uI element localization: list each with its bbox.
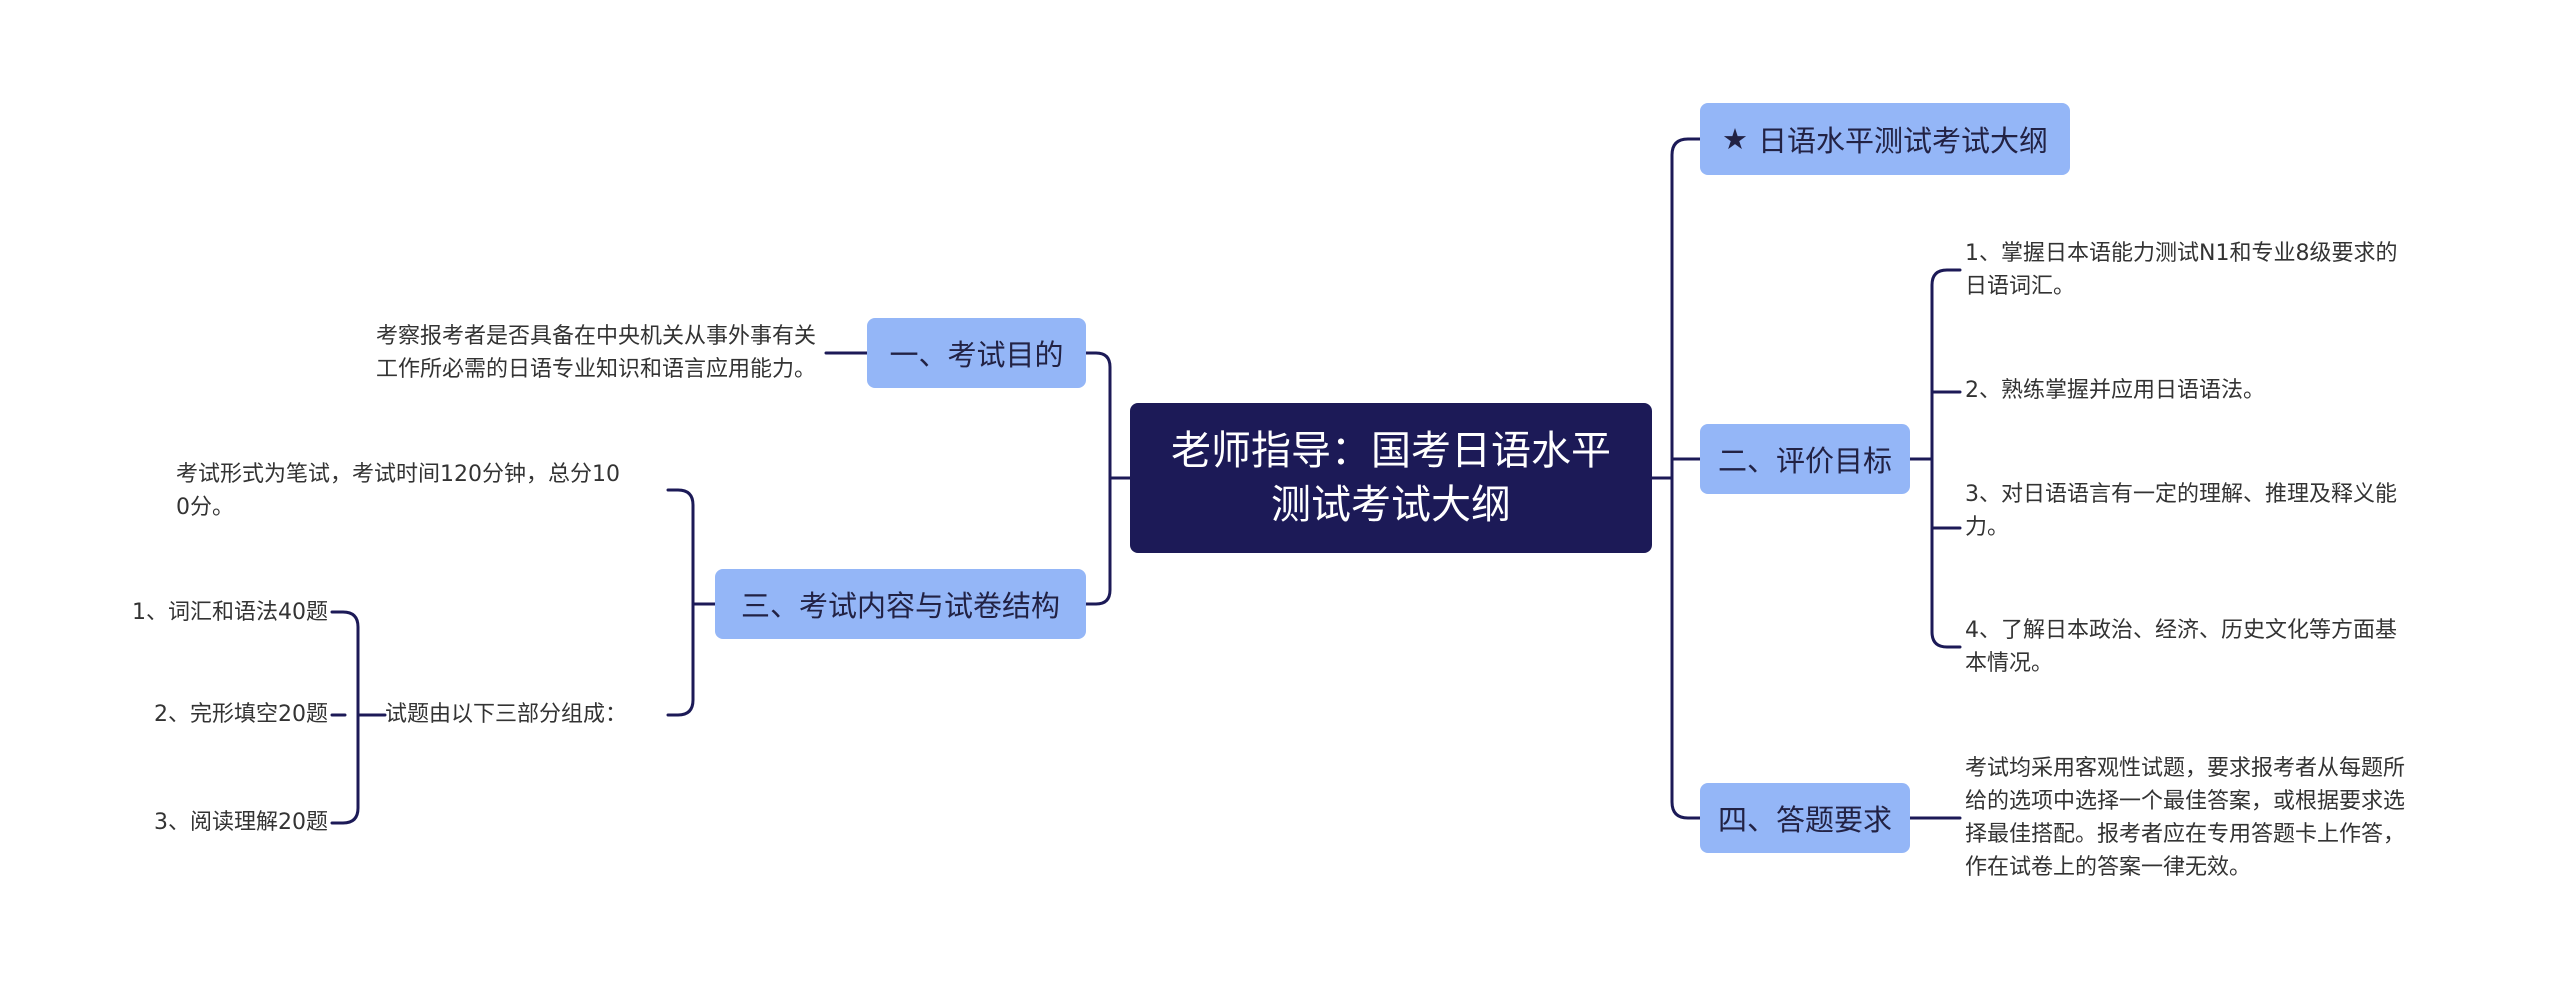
answer-requirements-line1: 考试均采用客观性试题，要求报考者从每题所 [1965,756,2406,781]
goal-item-1-line2: 日语词汇。 [1965,274,2076,299]
exam-part-item-3-text: 3、阅读理解20题 [154,810,328,835]
goal-item-3[interactable]: 3、对日语语言有一定的理解、推理及释义能 力。 [1965,478,2525,544]
exam-purpose-line2: 工作所必需的日语专业知识和语言应用能力。 [375,357,816,382]
connector-parts-children [330,610,387,825]
branch-exam-outline-label: 日语水平测试考试大纲 [1757,124,2048,158]
branch-exam-content-label: 三、考试内容与试卷结构 [740,589,1060,623]
goal-item-1-line1: 1、掌握日本语能力测试N1和专业8级要求的 [1965,241,2398,266]
branch-exam-purpose-label: 一、考试目的 [889,338,1064,372]
exam-purpose-line1: 考察报考者是否具备在中央机关从事外事有关 [375,324,816,349]
answer-requirements-line3: 择最佳搭配。报考者应在专用答题卡上作答， [1965,822,2406,847]
goal-item-4[interactable]: 4、了解日本政治、经济、历史文化等方面基 本情况。 [1965,614,2525,680]
goal-item-4-line1: 4、了解日本政治、经济、历史文化等方面基 [1965,618,2397,643]
exam-part-item-2[interactable]: 2、完形填空20题 [40,698,328,731]
exam-part-item-3[interactable]: 3、阅读理解20题 [40,806,328,839]
goal-item-3-line1: 3、对日语语言有一定的理解、推理及释义能 [1965,482,2397,507]
exam-part-item-1-text: 1、词汇和语法40题 [132,600,328,625]
exam-part-item-2-text: 2、完形填空20题 [154,702,328,727]
star-icon: ★ [1721,122,1748,156]
goal-item-1[interactable]: 1、掌握日本语能力测试N1和专业8级要求的 日语词汇。 [1965,237,2525,303]
branch-answer-requirements[interactable]: 四、答题要求 [1700,783,1910,853]
answer-requirements-line4: 作在试卷上的答案一律无效。 [1965,855,2252,880]
goal-item-2[interactable]: 2、熟练掌握并应用日语语法。 [1965,374,2525,407]
answer-requirements-text[interactable]: 考试均采用客观性试题，要求报考者从每题所 给的选项中选择一个最佳答案，或根据要求… [1965,752,2525,884]
exam-form-line2: 0分。 [176,495,234,520]
exam-parts-label-text: 试题由以下三部分组成： [385,702,628,727]
central-topic-line1: 老师指导：国考日语水平 [1171,428,1611,474]
central-topic[interactable]: 老师指导：国考日语水平 测试考试大纲 [1130,403,1652,553]
exam-part-item-1[interactable]: 1、词汇和语法40题 [40,596,328,629]
central-topic-line2: 测试考试大纲 [1271,482,1511,528]
connector-left-trunk [1084,351,1112,606]
branch-exam-outline[interactable]: ★ 日语水平测试考试大纲 [1700,103,2070,175]
branch-exam-purpose[interactable]: 一、考试目的 [867,318,1086,388]
branch-evaluation-goals-label: 二、评价目标 [1717,444,1892,478]
answer-requirements-line2: 给的选项中选择一个最佳答案，或根据要求选 [1965,789,2406,814]
exam-form-text[interactable]: 考试形式为笔试，考试时间120分钟，总分10 0分。 [176,458,668,524]
exam-purpose-text[interactable]: 考察报考者是否具备在中央机关从事外事有关 工作所必需的日语专业知识和语言应用能力… [256,320,816,386]
exam-form-line1: 考试形式为笔试，考试时间120分钟，总分10 [176,462,620,487]
branch-evaluation-goals[interactable]: 二、评价目标 [1700,424,1910,494]
goal-item-2-line1: 2、熟练掌握并应用日语语法。 [1965,378,2265,403]
connector-b3-children [666,488,717,717]
goal-item-3-line2: 力。 [1965,515,2010,540]
branch-answer-requirements-label: 四、答题要求 [1717,803,1892,837]
branch-exam-content[interactable]: 三、考试内容与试卷结构 [715,569,1086,639]
connector-b2-children [1908,268,1962,649]
connector-right-trunk [1670,137,1702,820]
goal-item-4-line2: 本情况。 [1965,651,2054,676]
exam-parts-label[interactable]: 试题由以下三部分组成： [385,698,647,731]
